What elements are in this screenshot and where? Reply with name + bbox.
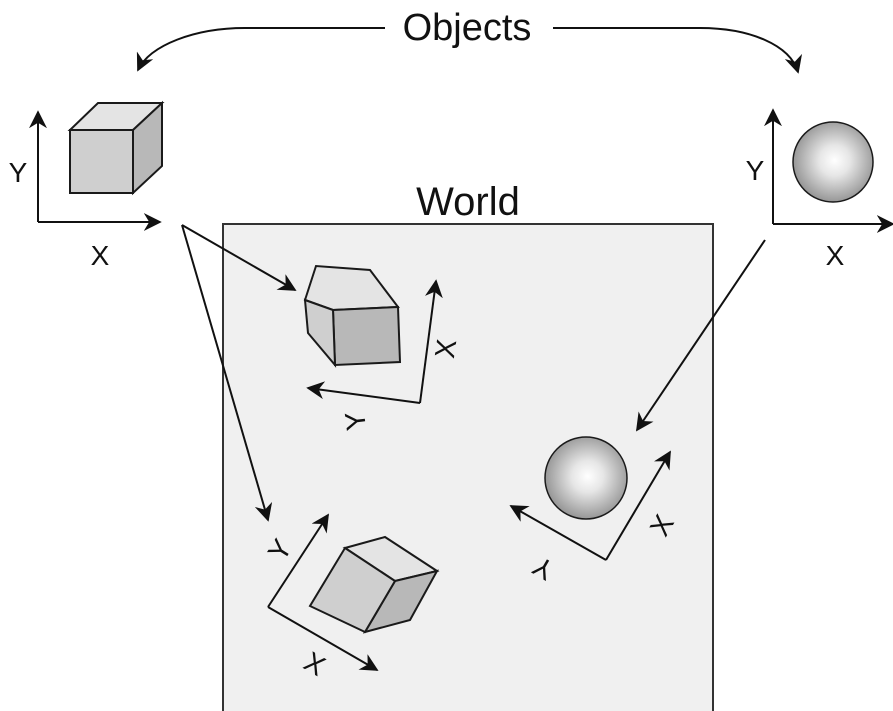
sphere-icon (792, 121, 874, 203)
objects-arrow-left (136, 27, 385, 72)
axis-label-y: Y (746, 155, 765, 186)
instance-arrow-cube-2 (181, 224, 273, 522)
cube-instance-1: X Y (303, 264, 462, 433)
instance-arrow-cube-1 (181, 224, 297, 291)
x-axis-arrow (419, 279, 443, 404)
objects-arrow-right (553, 27, 803, 74)
axis-label-x: X (826, 240, 845, 271)
axis-label-x: X (429, 337, 462, 360)
y-axis-arrow (509, 505, 607, 561)
world-region (222, 223, 714, 711)
cube-icon (67, 100, 165, 196)
axis-label-y: Y (339, 410, 372, 433)
x-axis-arrow (605, 450, 671, 561)
axis-label-x: X (91, 240, 110, 271)
instance-arrow-sphere (635, 239, 766, 432)
objects-title: Objects (403, 7, 532, 49)
y-axis-arrow (306, 381, 421, 404)
object-cube-local-frame: Y X (9, 100, 165, 271)
x-axis-arrow (267, 606, 379, 671)
y-axis-arrow (267, 513, 329, 608)
sphere-icon (544, 436, 628, 520)
cube-instance-2: Y X (262, 513, 440, 682)
world-title: World (416, 180, 520, 224)
axis-label-y: Y (9, 157, 28, 188)
object-sphere-local-frame: Y X (746, 108, 893, 271)
